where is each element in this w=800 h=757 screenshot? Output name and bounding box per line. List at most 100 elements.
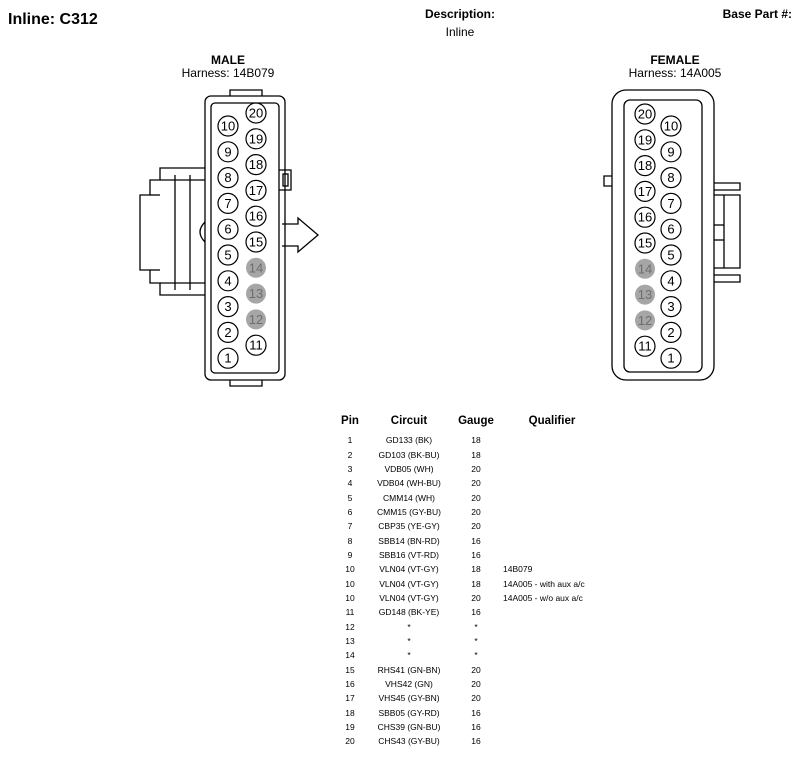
gauge-cell: * [474, 650, 478, 661]
pin-12: 12 [246, 309, 266, 330]
pin-20: 20 [245, 102, 267, 124]
pin-label: 1 [224, 351, 231, 366]
pin-number-cell: 11 [345, 607, 355, 618]
circuit-cell: * [407, 650, 411, 661]
pin-4: 4 [660, 270, 682, 292]
pin-label: 17 [638, 184, 652, 199]
pin-14: 14 [246, 257, 266, 278]
pin-10: 10 [660, 115, 682, 137]
pin-circle [217, 347, 239, 369]
pin-5: 5 [660, 244, 682, 266]
pin-12: 12 [635, 310, 655, 331]
pin-circle [634, 129, 656, 151]
circuit-cell: CHS39 (GN-BU) [377, 722, 441, 733]
circuit-cell: GD103 (BK-BU) [378, 449, 440, 460]
qualifier-column-header: Qualifier [528, 415, 576, 427]
qualifier-cell [497, 519, 607, 533]
circuit-cell: GD148 (BK-YE) [378, 607, 440, 618]
pin-label: 9 [667, 144, 674, 159]
gauge-cell: 20 [471, 478, 481, 489]
gauge-cell: 18 [471, 449, 481, 460]
gauge-cell: 20 [471, 463, 481, 474]
pin-number-cell: 9 [347, 549, 353, 560]
gauge-cell: 20 [471, 521, 481, 532]
gauge-cell: * [474, 635, 478, 646]
pin-3: 3 [660, 296, 682, 318]
qualifier-cell [497, 619, 607, 633]
qualifier-cell: 14A005 - w/o aux a/c [503, 592, 583, 603]
circuit-cell: SBB05 (GY-RD) [378, 707, 440, 718]
pin-number-cell: 14 [345, 650, 355, 661]
pin-label: 12 [249, 312, 263, 327]
pin-label: 5 [224, 248, 231, 263]
pin-label: 8 [224, 170, 231, 185]
pin-circle [660, 270, 682, 292]
pin-circle [634, 180, 656, 202]
pin-circle [217, 192, 239, 214]
circuit-cell: VHS42 (GN) [385, 679, 433, 690]
pin-circle [635, 258, 655, 279]
gauge-cell: 20 [471, 506, 481, 517]
qualifier-cell [497, 433, 607, 447]
pin-circle [217, 296, 239, 318]
pin-circle [245, 179, 267, 201]
pin-19: 19 [634, 129, 656, 151]
qualifier-cell [497, 533, 607, 547]
pin-label: 4 [224, 273, 231, 288]
pin-label: 12 [638, 313, 652, 328]
pin-circle [245, 231, 267, 253]
pin-number-cell: 13 [345, 635, 355, 646]
qualifier-cell [497, 548, 607, 562]
table-row: 12** [337, 619, 607, 633]
qualifier-cell [497, 605, 607, 619]
qualifier-cell [497, 490, 607, 504]
pin-number-cell: 12 [345, 621, 355, 632]
pin-label: 18 [249, 157, 263, 172]
pin-label: 15 [249, 235, 263, 250]
pin-circle [660, 347, 682, 369]
pin-label: 14 [638, 261, 652, 276]
pin-number-cell: 10 [345, 564, 355, 575]
circuit-cell: VLN04 (VT-GY) [379, 564, 439, 575]
pin-13: 13 [635, 284, 655, 305]
pin-circle [635, 284, 655, 305]
gauge-cell: 20 [471, 664, 481, 675]
pin-11: 11 [245, 334, 267, 356]
pin-15: 15 [245, 231, 267, 253]
pin-number-cell: 20 [345, 736, 355, 747]
pin-1: 1 [660, 347, 682, 369]
circuit-column-header: Circuit [390, 415, 428, 427]
gauge-cell: 16 [471, 607, 481, 618]
pin-number-cell: 19 [345, 722, 355, 733]
circuit-cell: VLN04 (VT-GY) [379, 592, 439, 603]
pin-number-cell: 10 [345, 578, 355, 589]
qualifier-cell [497, 462, 607, 476]
gauge-cell: 16 [471, 535, 481, 546]
circuit-cell: SBB14 (BN-RD) [378, 535, 440, 546]
pin-label: 11 [638, 339, 652, 354]
pin-circle [660, 167, 682, 189]
pin-circle [246, 257, 266, 278]
pin-11: 11 [634, 335, 656, 357]
pin-label: 19 [249, 131, 263, 146]
gauge-column-header: Gauge [458, 415, 494, 427]
pin-number-cell: 18 [345, 707, 355, 718]
pin-2: 2 [217, 321, 239, 343]
pin-circle [635, 310, 655, 331]
gauge-cell: 16 [471, 707, 481, 718]
pin-circle [245, 334, 267, 356]
pin-circle [245, 128, 267, 150]
qualifier-cell [497, 677, 607, 691]
pin-2: 2 [660, 321, 682, 343]
circuit-cell: VHS45 (GY-BN) [378, 693, 440, 704]
pin-circle [660, 192, 682, 214]
pin-label: 16 [638, 210, 652, 225]
pin-circle [634, 155, 656, 177]
pin-label: 20 [638, 107, 652, 122]
circuit-cell: RHS41 (GN-BN) [377, 664, 441, 675]
